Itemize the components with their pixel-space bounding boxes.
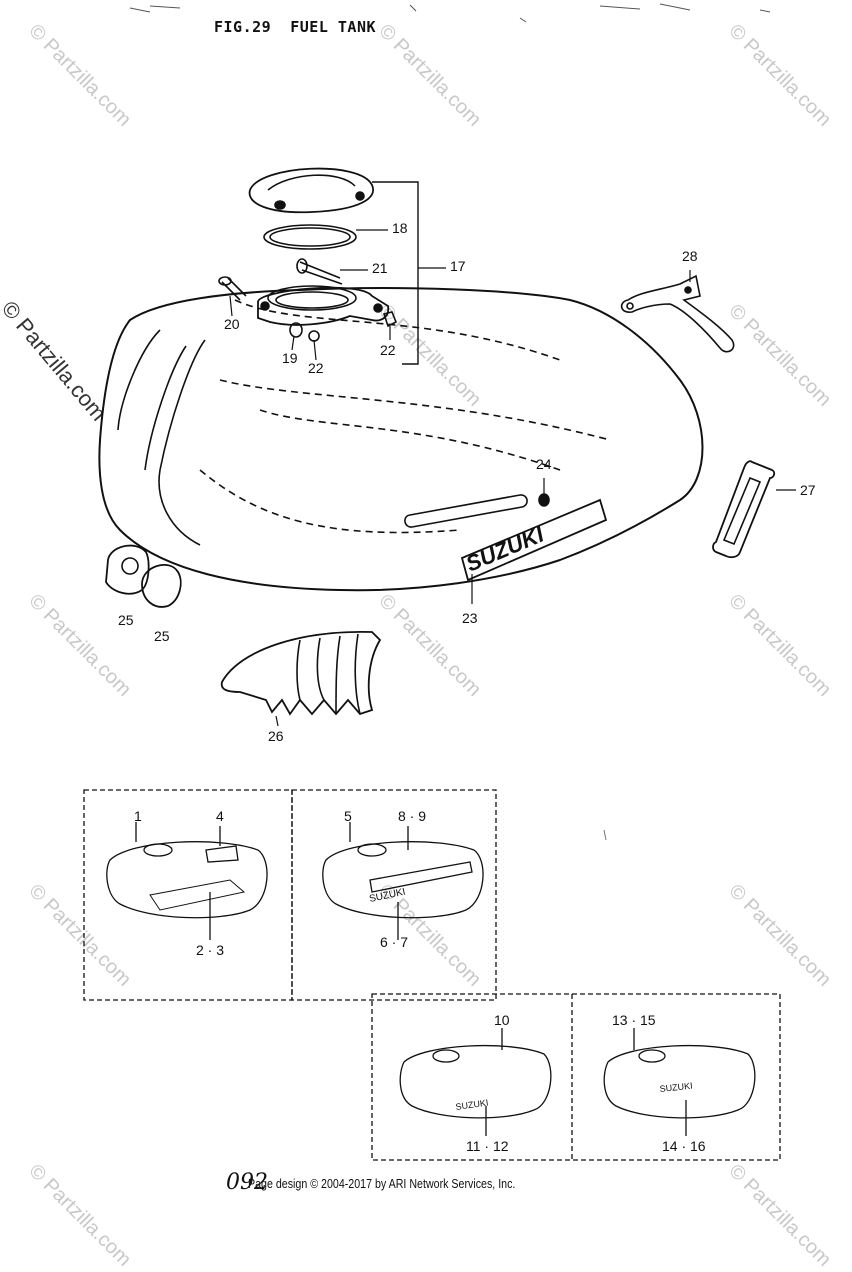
variant-box-3: SUZUKI SUZUKI [371,993,781,1161]
variant-box-2: SUZUKI [291,789,497,1001]
callout-19: 19 [282,350,298,366]
callout-25-left: 25 [118,612,134,628]
tank-cushions [105,544,182,608]
callout-5: 5 [344,808,352,824]
grommet [538,493,550,507]
exploded-view: SUZUKI [83,3,796,1161]
callout-18: 18 [392,220,408,236]
bracket-part [620,274,735,353]
tank-cover [220,631,382,716]
callout-25-right: 25 [154,628,170,644]
callout-28: 28 [682,248,698,264]
callout-21: 21 [372,260,388,276]
variant-logo-3: SUZUKI [455,1097,489,1111]
callout-10: 10 [494,1012,510,1028]
assembly-bracket-17 [372,181,419,365]
callout-14-16: 14 · 16 [662,1138,706,1154]
callout-20: 20 [224,316,240,332]
callout-8-9: 8 · 9 [398,808,427,824]
callout-1: 1 [134,808,142,824]
variant-logo-4: SUZUKI [659,1081,693,1094]
callout-23: 23 [462,610,478,626]
variant-box-1 [83,789,293,1001]
callout-2-3: 2 · 3 [196,942,225,958]
callout-22-left: 22 [308,360,324,376]
parts-diagram: © Partzilla.com © Partzilla.com © Partzi… [0,3,835,1271]
callout-17: 17 [450,258,466,274]
callout-11-12: 11 · 12 [466,1138,509,1154]
gasket [263,224,357,250]
callout-6-7: 6 · 7 [380,934,409,950]
callout-26: 26 [268,728,284,744]
variant-logo-2: SUZUKI [368,887,406,905]
callout-22-right: 22 [380,342,396,358]
scan-noise [129,3,771,23]
fuel-cap-assembly [218,167,398,342]
leader-lines [229,229,796,727]
page-number: 092 [226,1170,268,1195]
copyright-notice: Page design © 2004-2017 by ARI Network S… [248,1176,516,1191]
callout-27: 27 [800,482,816,498]
rubber-strap [712,460,776,559]
callout-24: 24 [536,456,552,472]
figure-title: FIG.29 FUEL TANK [214,18,377,36]
fuel-tank [98,287,704,592]
callout-4: 4 [216,808,224,824]
callout-13-15: 13 · 15 [612,1012,656,1028]
